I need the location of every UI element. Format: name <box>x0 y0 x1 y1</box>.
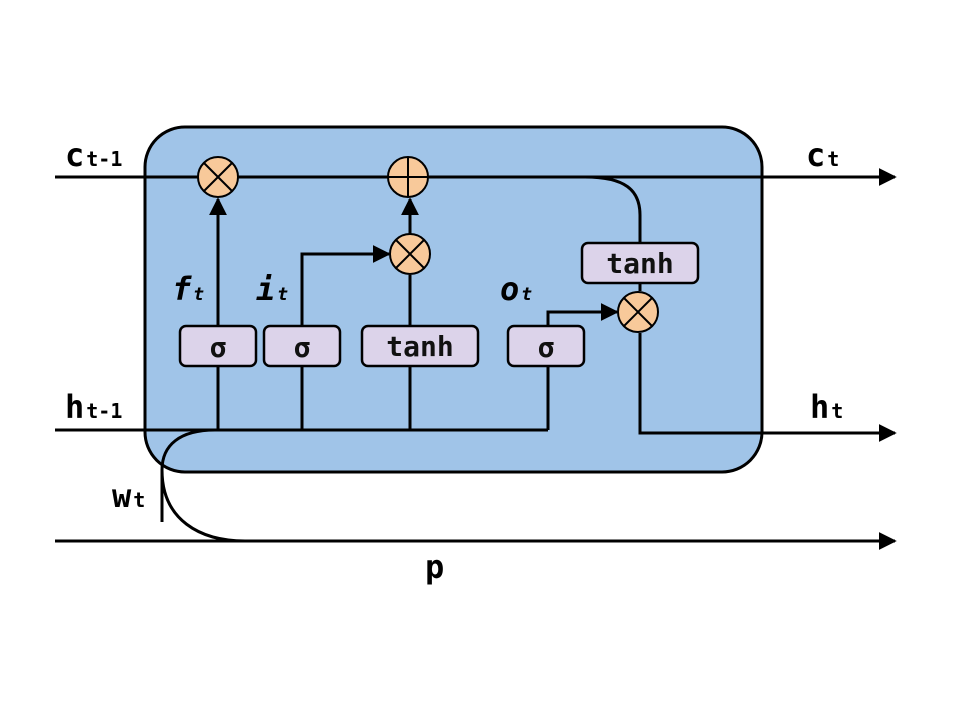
tanh-output-box: tanh <box>580 241 700 285</box>
svg-text:σ: σ <box>210 331 227 364</box>
multiply-op-icon <box>389 233 431 275</box>
multiply-op-icon <box>197 156 239 198</box>
sigma-input-box: σ <box>262 324 342 368</box>
input-merge-curve <box>160 428 216 522</box>
output-gate-wire <box>546 312 617 430</box>
sigma-forget-box: σ <box>178 324 258 368</box>
add-op-icon <box>387 156 429 198</box>
svg-text:tanh: tanh <box>606 247 673 280</box>
svg-text:σ: σ <box>294 331 311 364</box>
svg-text:σ: σ <box>538 331 555 364</box>
input-gate-wire <box>300 254 389 430</box>
svg-text:tanh: tanh <box>386 330 453 363</box>
multiply-op-icon <box>617 291 659 333</box>
sigma-output-box: σ <box>506 324 586 368</box>
p-branch-curve <box>160 469 246 543</box>
p-label: p <box>425 548 444 586</box>
tanh-candidate-box: tanh <box>360 324 480 368</box>
hidden-output-line <box>638 333 897 442</box>
lstm-cell-body <box>143 125 764 474</box>
cell-to-output-wire <box>584 175 642 243</box>
